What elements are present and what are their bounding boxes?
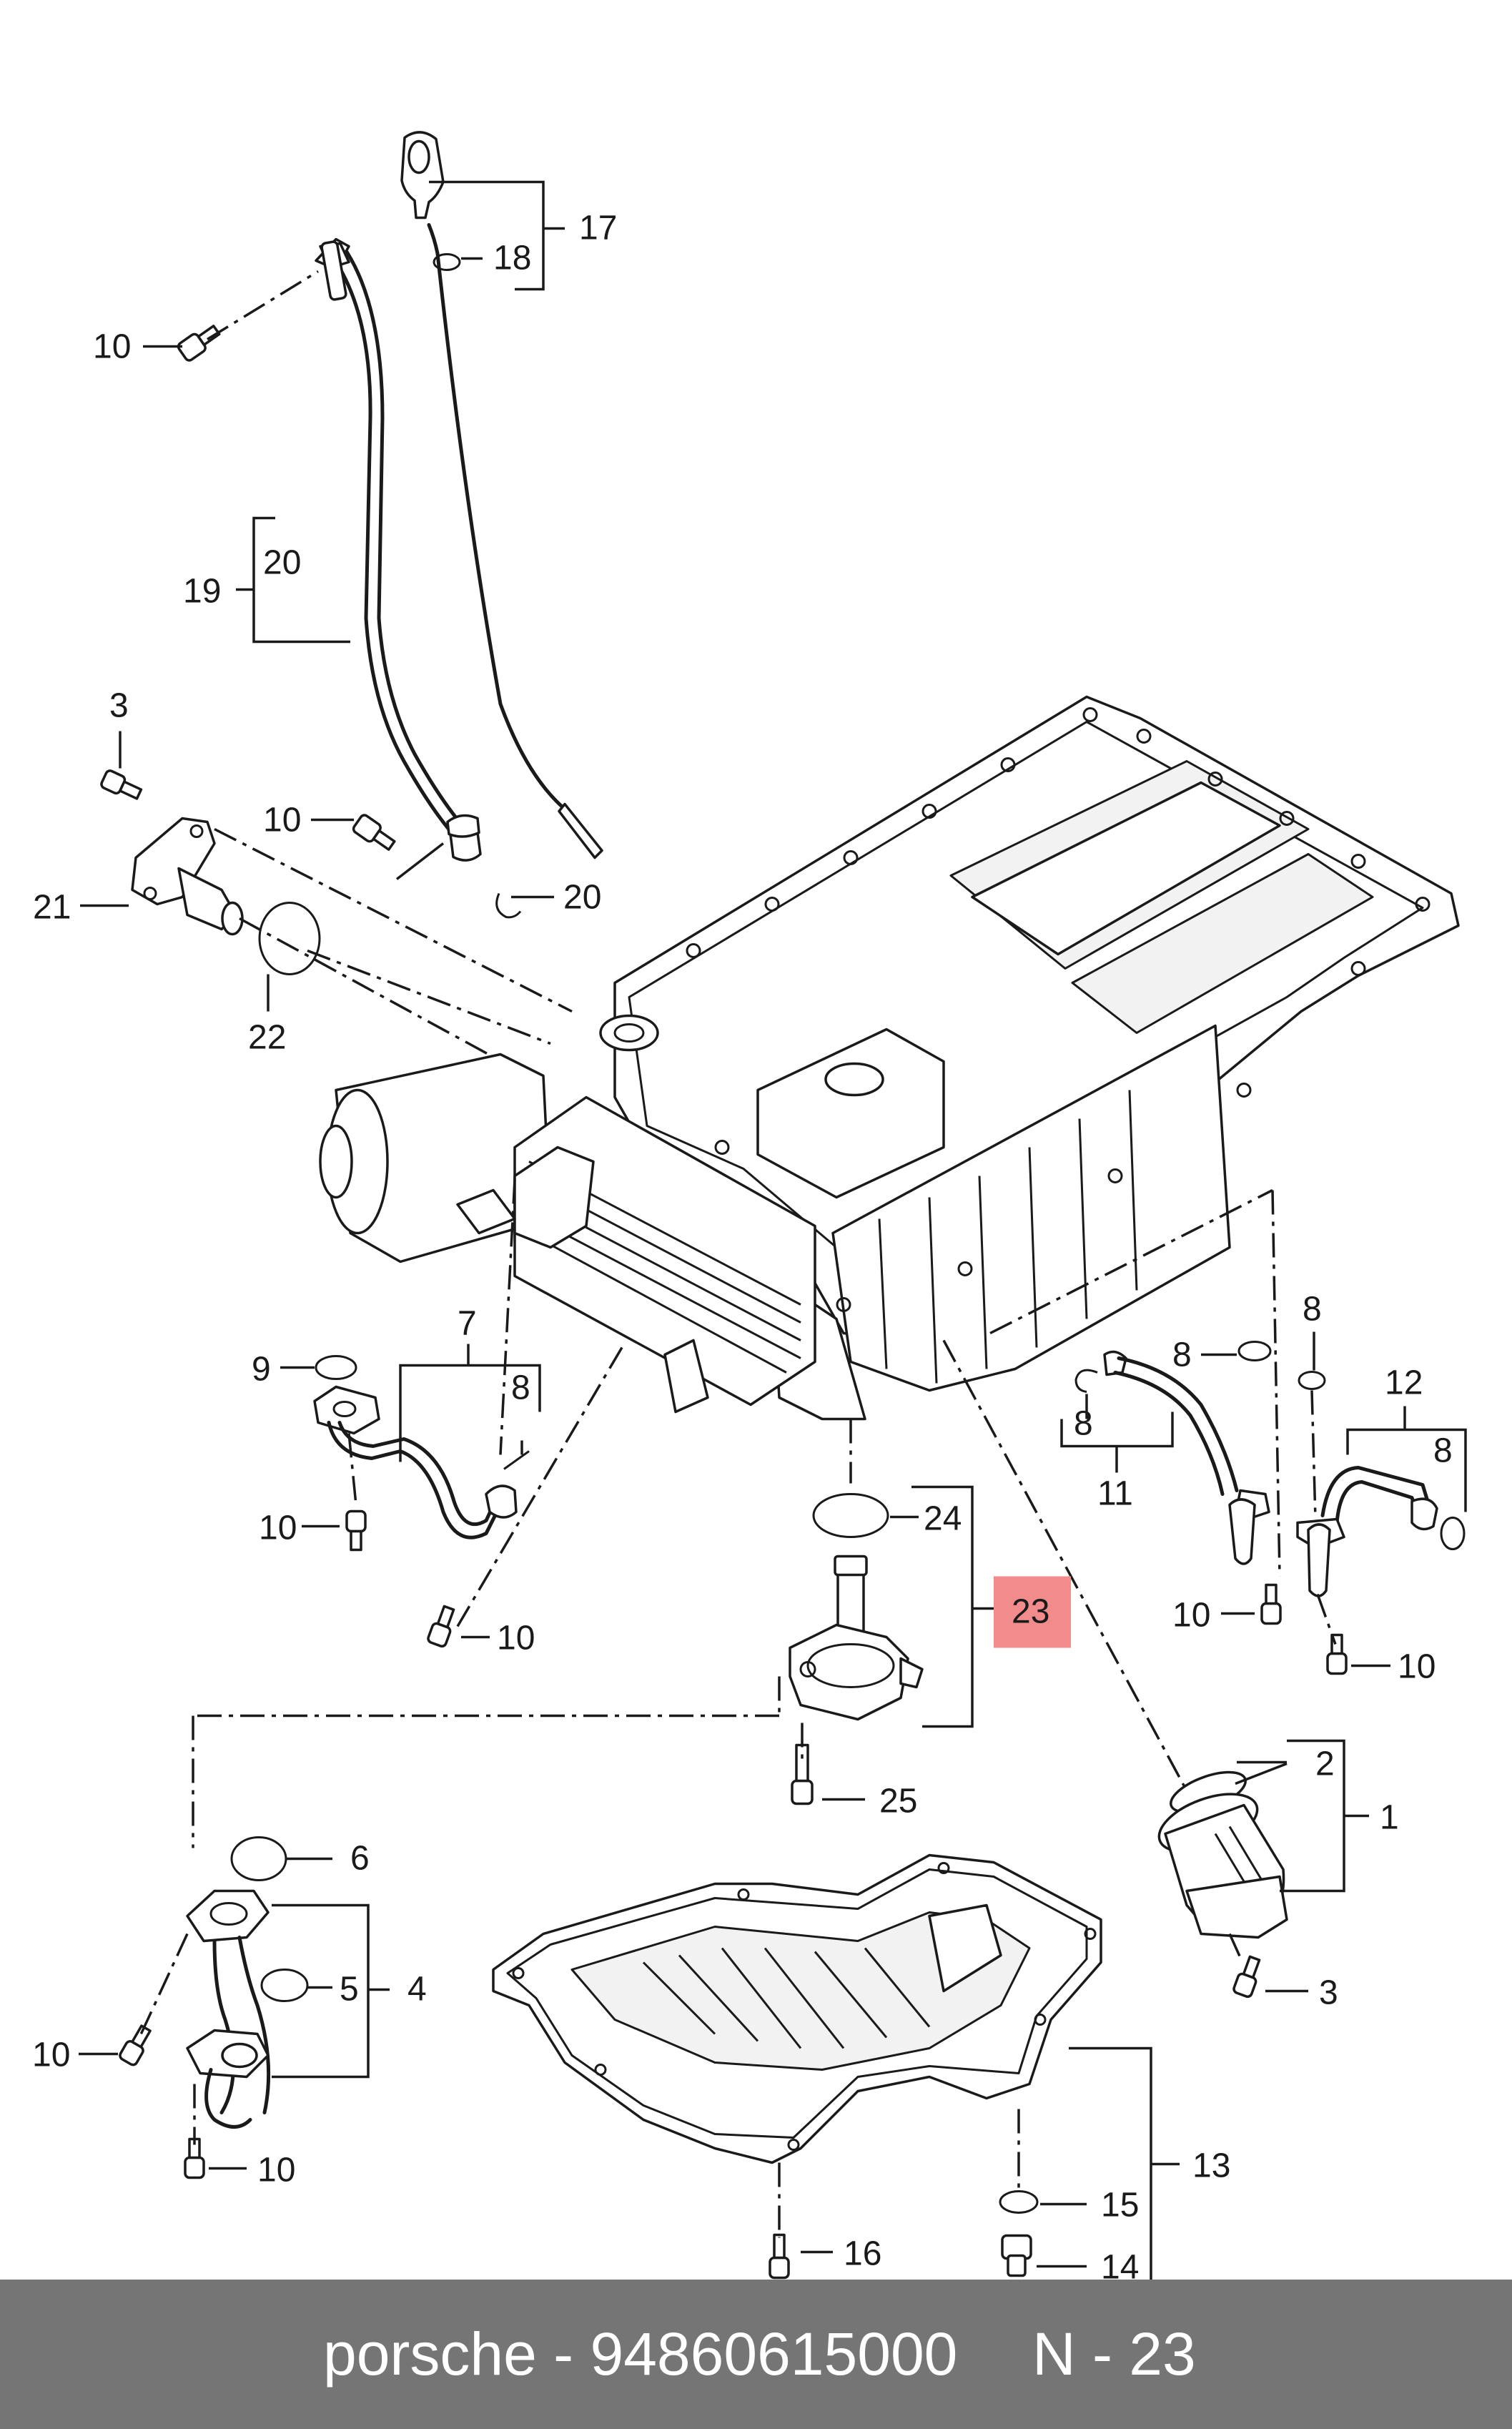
bolt bbox=[1260, 1583, 1282, 1625]
callout-20: 20 bbox=[263, 544, 301, 582]
bolt bbox=[1232, 1955, 1261, 1999]
o-ring bbox=[812, 1493, 889, 1538]
bolt bbox=[119, 2024, 152, 2066]
callout-3: 3 bbox=[109, 687, 129, 725]
callout-2: 2 bbox=[1315, 1745, 1335, 1783]
drain-plug bbox=[1001, 2234, 1032, 2277]
o-ring bbox=[433, 253, 461, 271]
callout-10: 10 bbox=[1172, 1597, 1210, 1635]
o-ring bbox=[230, 1836, 287, 1881]
bolt bbox=[427, 1605, 455, 1648]
part-number-text: porsche - 94860615000 bbox=[323, 2320, 958, 2388]
engine-block bbox=[319, 695, 1460, 1421]
callout-18: 18 bbox=[493, 240, 531, 277]
o-ring bbox=[315, 1355, 357, 1380]
oil-pan bbox=[492, 1853, 1102, 2164]
callout-7: 7 bbox=[458, 1305, 477, 1343]
o-ring bbox=[1440, 1517, 1466, 1550]
oil-level-sensor bbox=[789, 1555, 924, 1721]
callout-8: 8 bbox=[1074, 1405, 1093, 1443]
breather-pipe bbox=[1296, 1466, 1438, 1597]
gasket bbox=[258, 902, 321, 975]
callout-10: 10 bbox=[32, 2036, 70, 2074]
callout-9: 9 bbox=[252, 1351, 271, 1389]
o-ring bbox=[999, 2190, 1039, 2214]
callout-22: 22 bbox=[248, 1019, 286, 1057]
callout-13: 13 bbox=[1192, 2147, 1230, 2185]
dipstick bbox=[400, 131, 603, 859]
callout-10: 10 bbox=[497, 1620, 535, 1657]
bolt bbox=[769, 2233, 790, 2280]
guide-tube bbox=[315, 237, 482, 862]
callout-17: 17 bbox=[579, 210, 617, 247]
callout-10: 10 bbox=[1398, 1648, 1436, 1686]
callout-8: 8 bbox=[1303, 1291, 1322, 1329]
callout-11: 11 bbox=[1097, 1475, 1133, 1513]
oil-suction-pipe bbox=[186, 1889, 271, 2129]
callout-10: 10 bbox=[93, 328, 131, 366]
bolt bbox=[352, 814, 396, 851]
leader-lines bbox=[79, 180, 1467, 2300]
clip bbox=[1074, 1369, 1098, 1393]
bolt bbox=[177, 325, 221, 362]
o-ring bbox=[1237, 1341, 1272, 1361]
o-ring bbox=[1298, 1371, 1326, 1390]
callout-15: 15 bbox=[1101, 2187, 1139, 2224]
clip bbox=[503, 1450, 530, 1470]
bolt bbox=[1326, 1633, 1348, 1675]
callout-10: 10 bbox=[263, 802, 301, 839]
diagram-reference: N - 23 bbox=[1032, 2320, 1196, 2388]
highlight-box bbox=[994, 1576, 1071, 1648]
callout-24: 24 bbox=[924, 1500, 962, 1538]
callout-10: 10 bbox=[259, 1509, 297, 1547]
callout-12: 12 bbox=[1385, 1364, 1423, 1402]
bolt bbox=[345, 1509, 367, 1552]
oil-funnel bbox=[1157, 1770, 1288, 1939]
callout-4: 4 bbox=[407, 1971, 427, 2009]
bolt bbox=[791, 1743, 814, 1805]
callout-16: 16 bbox=[844, 2235, 881, 2273]
callout-1: 1 bbox=[1380, 1799, 1399, 1837]
callout-25: 25 bbox=[879, 1783, 917, 1820]
callout-5: 5 bbox=[340, 1971, 359, 2009]
callout-8: 8 bbox=[511, 1369, 530, 1407]
callout-20: 20 bbox=[563, 879, 601, 917]
bolt bbox=[184, 2137, 205, 2179]
callout-8: 8 bbox=[1172, 1336, 1192, 1374]
callout-3: 3 bbox=[1319, 1974, 1338, 2012]
oil-pipe bbox=[313, 1385, 518, 1539]
callout-6: 6 bbox=[350, 1840, 370, 1878]
clip bbox=[495, 892, 522, 919]
callout-21: 21 bbox=[33, 889, 71, 927]
flange bbox=[131, 817, 244, 936]
breather-pipe bbox=[1103, 1350, 1270, 1565]
footer-bar: porsche - 94860615000 N - 23 bbox=[0, 2280, 1512, 2429]
callout-23: 23 bbox=[1012, 1593, 1049, 1631]
o-ring bbox=[260, 1969, 309, 2002]
bolt bbox=[100, 769, 143, 800]
callout-8: 8 bbox=[1433, 1432, 1453, 1470]
callout-10: 10 bbox=[257, 2152, 295, 2189]
callout-19: 19 bbox=[183, 573, 221, 611]
